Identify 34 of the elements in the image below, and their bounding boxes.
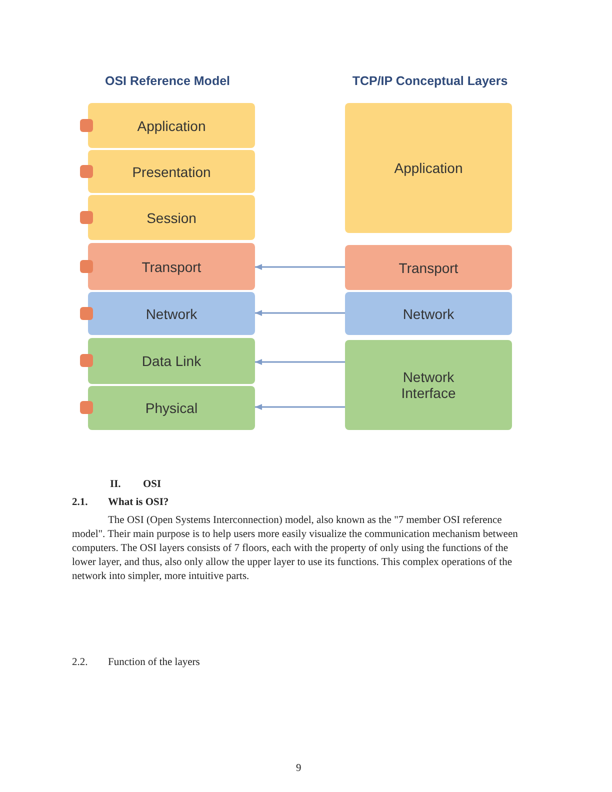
layer-box — [345, 103, 512, 233]
page-number: 9 — [296, 762, 302, 776]
layer-name: Application — [394, 160, 463, 176]
layer-box — [345, 340, 512, 430]
layer-name: Transport — [398, 260, 458, 276]
layer-name: Data Link — [142, 353, 202, 369]
layer-box — [88, 386, 255, 430]
arrow — [255, 264, 345, 270]
layer-box — [88, 243, 255, 290]
layer-box — [345, 292, 512, 335]
subsection-title: Function of the layers — [108, 656, 201, 670]
section-title: OSI — [143, 478, 162, 492]
layer-name: Application — [137, 118, 206, 134]
layer-name: Network — [402, 306, 454, 322]
layer-box — [88, 338, 255, 384]
body-paragraph: The OSI (Open Systems Interconnection) model, also known as the "7 member OSI reference model". Their main purpose is to help users more easily visualize the communication mechanism between computers. The OSI layers consists of 7 floors, each with the property of only using the functions of the lower layer, and thus, also only allow the upper layer to use its functions. This complex operations of the network into simpler, more intuitive parts. — [72, 514, 519, 584]
layer-box — [88, 292, 255, 335]
layer-name: Session — [146, 210, 196, 226]
layer-name: Presentation — [132, 164, 211, 180]
arrow — [255, 404, 345, 410]
subsection-title: What is OSI? — [108, 496, 170, 510]
layer-box — [88, 150, 255, 193]
layer-box — [88, 103, 255, 148]
column-heading: TCP/IP Conceptual Layers — [351, 74, 509, 88]
arrow — [255, 310, 345, 316]
layer-name: Network Interface — [400, 369, 457, 401]
layer-box — [345, 245, 512, 290]
layer-box — [88, 195, 255, 240]
section-number: II. — [110, 478, 122, 492]
arrow — [255, 359, 345, 365]
layer-name: Network — [146, 306, 198, 322]
layer-name: Transport — [142, 258, 202, 274]
column-heading: OSI Reference Model — [104, 74, 232, 88]
layer-name: Physical — [145, 400, 198, 416]
